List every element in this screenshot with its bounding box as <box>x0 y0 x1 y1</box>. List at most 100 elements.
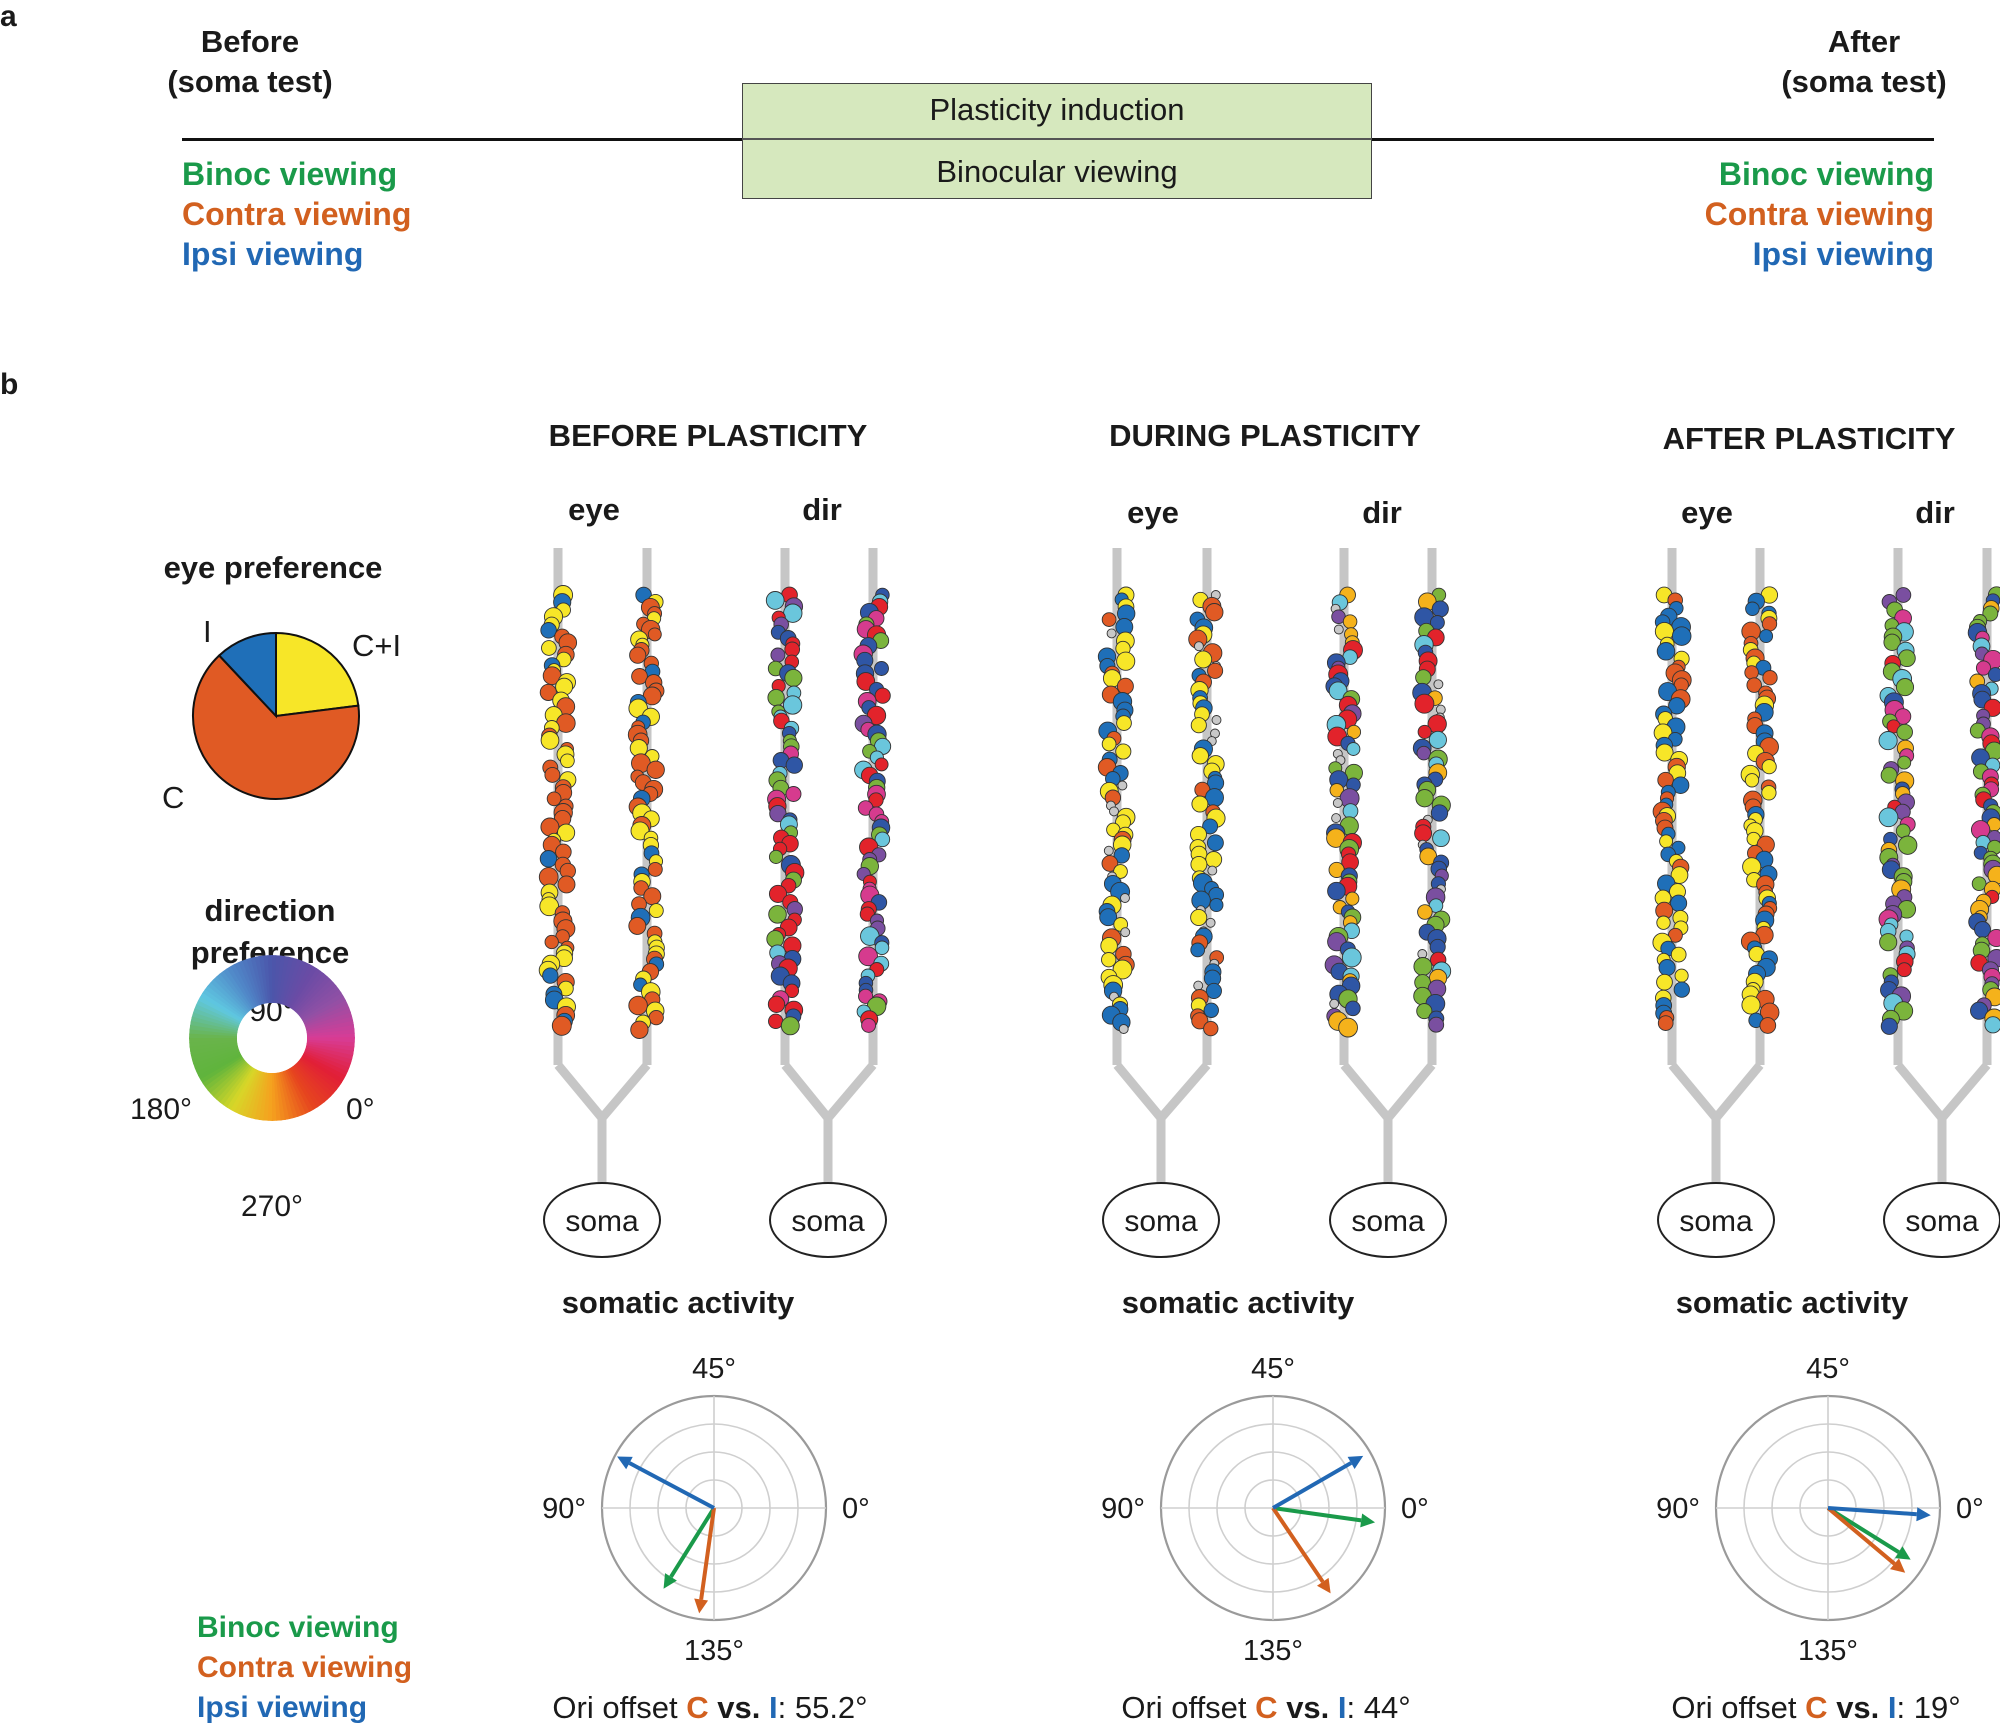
dendrite-tree-during-dir: soma <box>1325 548 1451 1257</box>
spine <box>1899 836 1917 854</box>
spine <box>552 1016 571 1035</box>
dendrite-tree-during-eye: soma <box>1098 548 1225 1257</box>
spine <box>1763 671 1777 685</box>
spine <box>1191 909 1207 925</box>
spine <box>1414 958 1432 976</box>
spine <box>647 761 664 778</box>
vector-line <box>1828 1508 1894 1564</box>
polar-label-45: 45° <box>692 1353 736 1385</box>
spine <box>1898 756 1911 769</box>
spine <box>781 1017 799 1035</box>
soma-label: soma <box>1124 1205 1198 1238</box>
spine <box>1206 604 1223 621</box>
dendrite-fork <box>1942 1065 1987 1118</box>
spine <box>1121 894 1130 903</box>
spine <box>1899 650 1916 667</box>
spine <box>1416 790 1433 807</box>
spine <box>862 1018 876 1032</box>
spine <box>630 647 646 663</box>
spine <box>769 850 782 863</box>
spine <box>1206 983 1221 998</box>
spine <box>1119 1025 1128 1034</box>
spine <box>539 868 558 887</box>
soma-label: soma <box>1679 1205 1753 1238</box>
vector-arrowhead <box>1916 1507 1930 1521</box>
spine <box>1101 937 1118 954</box>
soma-label: soma <box>791 1205 865 1238</box>
spine <box>545 767 560 782</box>
spine <box>1102 953 1116 967</box>
polar-label-135: 135° <box>1798 1635 1858 1667</box>
spine <box>785 669 802 686</box>
vector-line <box>1273 1508 1361 1520</box>
spine <box>1416 670 1431 685</box>
wheel-segments <box>189 955 355 1121</box>
spine <box>1431 805 1447 821</box>
spine <box>1116 744 1131 759</box>
vector-line <box>1828 1508 1917 1514</box>
dendrite-fork <box>828 1065 873 1118</box>
spine <box>1347 743 1360 756</box>
spine <box>1745 774 1758 787</box>
dendrite-fork <box>1898 1065 1942 1118</box>
spine <box>1896 588 1911 603</box>
spine <box>1333 799 1342 808</box>
pie-slice-ci <box>276 633 358 716</box>
spine <box>1346 892 1359 905</box>
spine <box>1762 760 1776 774</box>
polar-label-45: 45° <box>1251 1353 1295 1385</box>
spine <box>1346 1001 1361 1016</box>
spine <box>1879 732 1897 750</box>
spine <box>786 757 802 773</box>
spine <box>649 904 663 918</box>
direction-color-wheel <box>189 955 355 1121</box>
polar-label-0: 0° <box>1401 1493 1429 1525</box>
dendrite-fork <box>1344 1065 1388 1118</box>
soma-label: soma <box>1905 1205 1979 1238</box>
spine <box>1896 679 1913 696</box>
spine <box>629 917 646 934</box>
dendrite-fork <box>1388 1065 1432 1118</box>
spine <box>1746 602 1760 616</box>
dendrite-fork <box>1672 1065 1716 1118</box>
spine <box>1104 846 1113 855</box>
polar-plot-2: 45°135°90°0° <box>1656 1353 1984 1667</box>
spine <box>545 935 558 948</box>
spine <box>771 648 785 662</box>
polar-label-90: 90° <box>1101 1493 1145 1525</box>
spine <box>1343 804 1358 819</box>
polar-label-0: 0° <box>842 1493 870 1525</box>
dendrite-tree-after-eye: soma <box>1653 548 1779 1257</box>
spine <box>540 851 557 868</box>
spine <box>766 592 784 610</box>
spine <box>1194 981 1203 990</box>
spine <box>1432 601 1448 617</box>
spine <box>558 876 575 893</box>
spine <box>1675 969 1688 982</box>
vector-line <box>629 1463 714 1508</box>
spine <box>1102 737 1116 751</box>
spine <box>1334 625 1343 634</box>
spine <box>1988 668 2000 682</box>
dendrite-tree-after-dir: soma <box>1879 548 2000 1257</box>
spine <box>1762 617 1776 631</box>
spine <box>1658 1016 1673 1031</box>
spine <box>1191 856 1207 872</box>
spine <box>542 641 557 656</box>
spine <box>629 996 648 1015</box>
spine <box>1429 1017 1444 1032</box>
spine <box>875 758 888 771</box>
dendrite-fork <box>558 1065 602 1118</box>
spine <box>1742 996 1760 1014</box>
spine <box>1760 630 1773 643</box>
spine <box>1881 1018 1897 1034</box>
spine <box>875 941 889 955</box>
spine <box>1660 835 1673 848</box>
spine <box>1339 1018 1358 1037</box>
spine <box>648 628 661 641</box>
spine <box>1418 725 1431 738</box>
spine <box>1659 960 1675 976</box>
spine <box>648 862 662 876</box>
spine <box>1881 767 1897 783</box>
